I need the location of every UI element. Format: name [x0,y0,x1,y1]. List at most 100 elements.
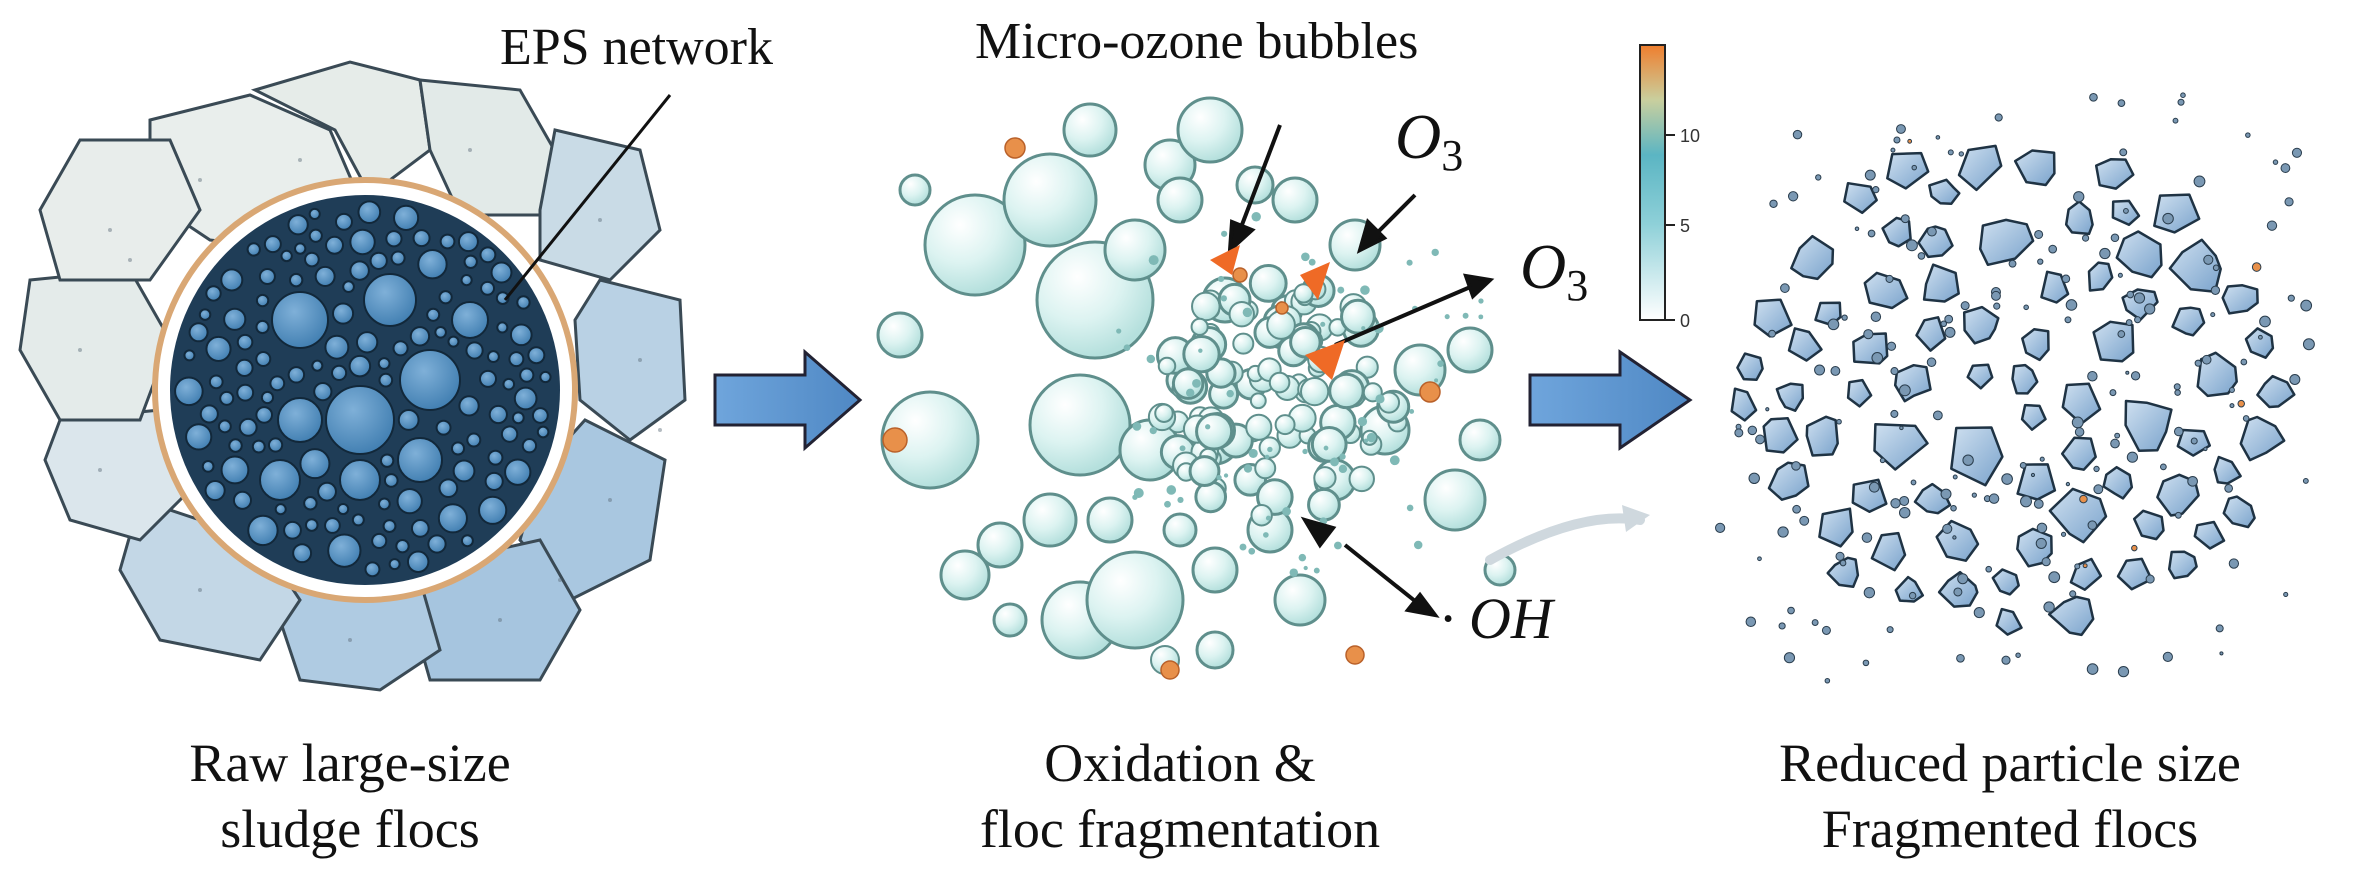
fine-particle [1886,626,1894,634]
eps-cell [339,459,381,501]
fine-particle [2001,655,2011,665]
eps-cell [500,425,519,443]
micro-bubble [1164,500,1171,508]
floc-fragment [1873,423,1929,471]
floc-fragment [2124,399,2173,453]
fine-particle [1905,239,1918,252]
micro-bubble [1308,258,1316,266]
fine-particle [1780,283,1790,293]
eps-cell [271,291,329,349]
micro-ozone-bubbles-label: Micro-ozone bubbles [975,13,1419,70]
floc-fragment [1966,363,1994,390]
micro-bubble [1264,454,1270,460]
micro-bubble [1301,252,1310,262]
eps-cell [409,326,431,347]
eps-cell [357,200,382,225]
ozone-bubble [1191,546,1239,594]
fine-particle [2187,475,2198,487]
ozone-bubble [1307,487,1341,522]
fine-particle [1787,191,1799,202]
eps-cell [304,251,320,268]
eps-cell [427,534,447,554]
eps-cell [383,473,399,488]
eps-cell [508,351,525,368]
ozone-dot [882,427,908,453]
eps-cell [255,351,272,368]
eps-cell [478,495,508,525]
fine-particle [2087,520,2098,530]
eps-cell [460,274,473,287]
eps-cell [267,437,284,453]
fine-particle [1821,625,1831,635]
fine-particle [2289,374,2301,386]
floc-fragment [1962,305,2000,345]
floc-fragment [1950,426,2004,487]
eps-cell [480,280,496,296]
fine-particle [2193,175,2206,188]
fine-particle [2117,99,2126,108]
eps-cell [396,487,423,515]
fine-particle [2259,315,2271,328]
floc-fragment [1736,352,1764,382]
eps-cell [228,438,243,453]
fine-particle [1985,565,1993,573]
fine-particle [2229,387,2235,393]
eps-cell [379,453,395,468]
floc-fragment [1870,531,1907,572]
fine-particle [1787,606,1795,615]
fine-particle [1765,407,1770,412]
fine-particle [2093,484,2104,495]
micro-bubble [1302,448,1308,455]
stage-3-line-1: Reduced particle size [1779,733,2241,793]
fragmented-flocs [1730,144,2296,637]
eps-cell [509,323,533,347]
eps-cell [397,409,420,431]
floc-fragment [1775,382,1805,412]
fine-particle [2237,399,2246,408]
micro-bubble [1406,259,1413,266]
fine-particle [2039,456,2045,462]
eps-cell [378,372,394,388]
fine-particle [1864,169,1876,181]
ozone-dot [1419,381,1441,403]
micro-bubble [1337,286,1345,294]
eps-cell [495,291,510,305]
fine-particle [2048,244,2058,254]
eps-cell [451,301,489,339]
fine-particle [2302,477,2309,484]
floc-fragment [1762,417,1799,454]
fine-particle [2023,304,2029,311]
eps-cell [258,267,276,286]
eps-cell [236,383,255,402]
eps-cell [519,367,535,383]
fine-particle [1854,226,1860,232]
floc-fragment [2016,463,2057,501]
eps-network-label: EPS network [500,19,773,76]
floc-fragment [1730,387,1758,422]
fine-particle [1971,492,1977,498]
fine-particle [2131,544,2138,552]
eps-cell [287,366,306,384]
micro-bubble [1248,547,1256,555]
stage-2-line-1: Oxidation & [1044,733,1316,793]
fine-particle [2203,254,2214,265]
eps-cell [484,471,504,491]
eps-cell [478,369,498,388]
eps-cell [382,519,397,533]
ozone-bubble [1028,373,1132,477]
fine-particle [2126,451,2138,463]
floc-fragment [2221,284,2259,315]
species-arrows [1227,124,1495,618]
fine-particle [1868,481,1880,493]
fine-particle [2086,663,2099,675]
eps-cell [395,538,410,554]
floc-fragment [2171,306,2206,337]
eps-cell [219,390,235,406]
fine-particle [1830,366,1841,376]
fine-particle [2071,416,2084,429]
fine-particle [1799,515,1810,526]
fine-particle [2224,483,2234,493]
fine-particle [1962,454,1974,466]
fine-particle [1734,428,1744,438]
fine-particle [1899,495,1910,506]
